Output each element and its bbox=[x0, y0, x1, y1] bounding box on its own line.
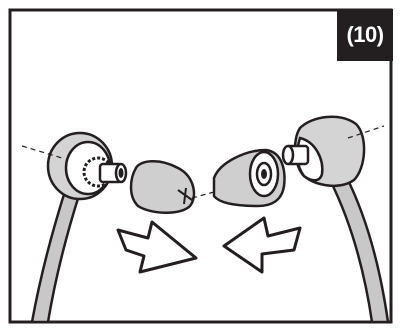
arrow-right-icon bbox=[116, 220, 198, 274]
step-number-badge: (10) bbox=[337, 9, 393, 61]
left-ear-tip-icon bbox=[129, 160, 196, 214]
left-earphone-icon bbox=[30, 131, 128, 324]
right-earphone-icon bbox=[281, 115, 390, 324]
arrow-left-icon bbox=[222, 216, 302, 274]
center-axis-line bbox=[191, 191, 215, 199]
right-axis-line bbox=[347, 125, 385, 139]
right-ear-tip-icon bbox=[212, 148, 286, 208]
left-axis-line bbox=[21, 145, 63, 159]
